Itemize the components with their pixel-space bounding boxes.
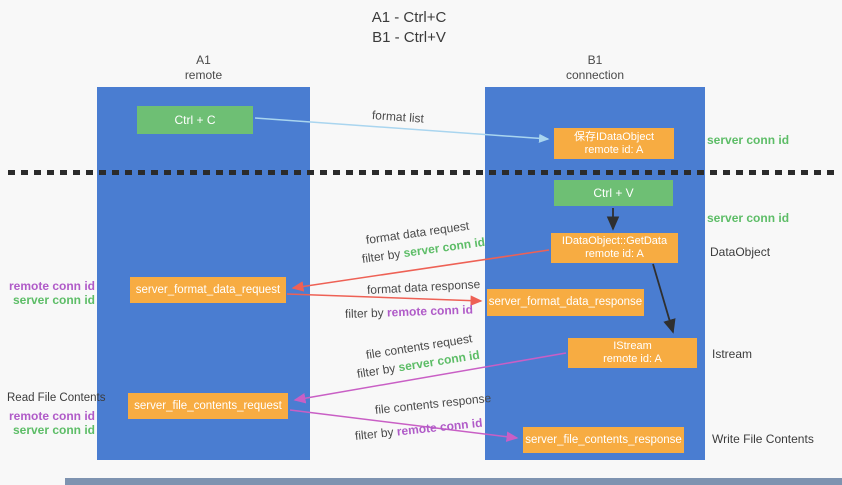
ctrl-c-box: Ctrl + C (137, 106, 253, 134)
server-file-contents-request-label: server_file_contents_request (134, 399, 282, 412)
dataobject-annotation: DataObject (710, 245, 771, 259)
server-format-data-request-box: server_format_data_request (130, 277, 286, 303)
server-conn-id-annotation-top: server conn id (707, 133, 790, 147)
server-format-data-request-label: server_format_data_request (135, 283, 281, 296)
istream-line2: remote id: A (603, 353, 662, 365)
remote-conn-id-annotation: remote conn id (8, 409, 95, 423)
lane-left-role: remote (184, 68, 223, 82)
remote-conn-id-text: remote conn id (386, 302, 474, 320)
read-file-contents-annotation: Read File Contents (7, 392, 106, 404)
bottom-window-edge (65, 478, 842, 485)
diagram-title: A1 - Ctrl+C B1 - Ctrl+V (289, 8, 529, 48)
title-line-1: A1 - Ctrl+C (371, 9, 447, 26)
server-file-contents-response-box: server_file_contents_response (523, 427, 684, 453)
filter-by-remote-conn-id-label-2: filter by remote conn id (354, 416, 483, 443)
lane-left-name: A1 (196, 53, 211, 67)
dashed-separator-line (8, 170, 834, 175)
istream-line1: IStream (613, 340, 652, 352)
save-dataobject-box: 保存IDataObject remote id: A (554, 128, 674, 159)
server-conn-id-annotation: server conn id (12, 293, 95, 307)
conn-id-stack-top: remote conn id server conn id (7, 279, 95, 307)
server-file-contents-request-box: server_file_contents_request (128, 393, 288, 419)
filter-by-text: filter by (344, 305, 388, 321)
filter-by-text: filter by (354, 424, 398, 443)
write-file-contents-annotation: Write File Contents (712, 432, 814, 446)
getdata-line2: remote id: A (585, 248, 644, 260)
ctrl-c-label: Ctrl + C (174, 112, 216, 127)
server-conn-id-annotation: server conn id (12, 423, 95, 437)
server-format-data-response-label: server_format_data_response (488, 296, 643, 308)
lane-right-role: connection (565, 68, 625, 82)
title-line-2: B1 - Ctrl+V (372, 29, 446, 46)
istream-annotation: Istream (712, 347, 753, 361)
ctrl-v-box: Ctrl + V (554, 180, 673, 206)
save-dataobject-line1: 保存IDataObject (573, 130, 655, 143)
istream-box: IStream remote id: A (568, 338, 697, 368)
lane-header-right: B1 connection (485, 53, 705, 83)
remote-conn-id-annotation: remote conn id (8, 279, 95, 293)
lane-header-left: A1 remote (97, 53, 310, 83)
filter-by-text: filter by (355, 360, 400, 381)
ctrl-v-label: Ctrl + V (593, 185, 634, 200)
format-list-label: format list (371, 108, 425, 126)
format-data-response-label: format data response (366, 277, 481, 297)
filter-by-text: filter by (361, 246, 405, 266)
remote-conn-id-text: remote conn id (396, 415, 484, 439)
file-contents-response-label: file contents response (374, 390, 492, 417)
save-dataobject-line2: remote id: A (584, 143, 644, 156)
conn-id-stack-bottom: remote conn id server conn id (7, 409, 95, 437)
server-file-contents-response-label: server_file_contents_response (525, 433, 682, 446)
filter-by-remote-conn-id-label-1: filter by remote conn id (345, 303, 473, 321)
lane-right-name: B1 (587, 53, 603, 67)
getdata-line1: IDataObject::GetData (561, 235, 668, 247)
server-conn-id-annotation-mid: server conn id (707, 211, 790, 225)
server-format-data-response-box: server_format_data_response (487, 289, 644, 316)
getdata-box: IDataObject::GetData remote id: A (551, 233, 678, 263)
